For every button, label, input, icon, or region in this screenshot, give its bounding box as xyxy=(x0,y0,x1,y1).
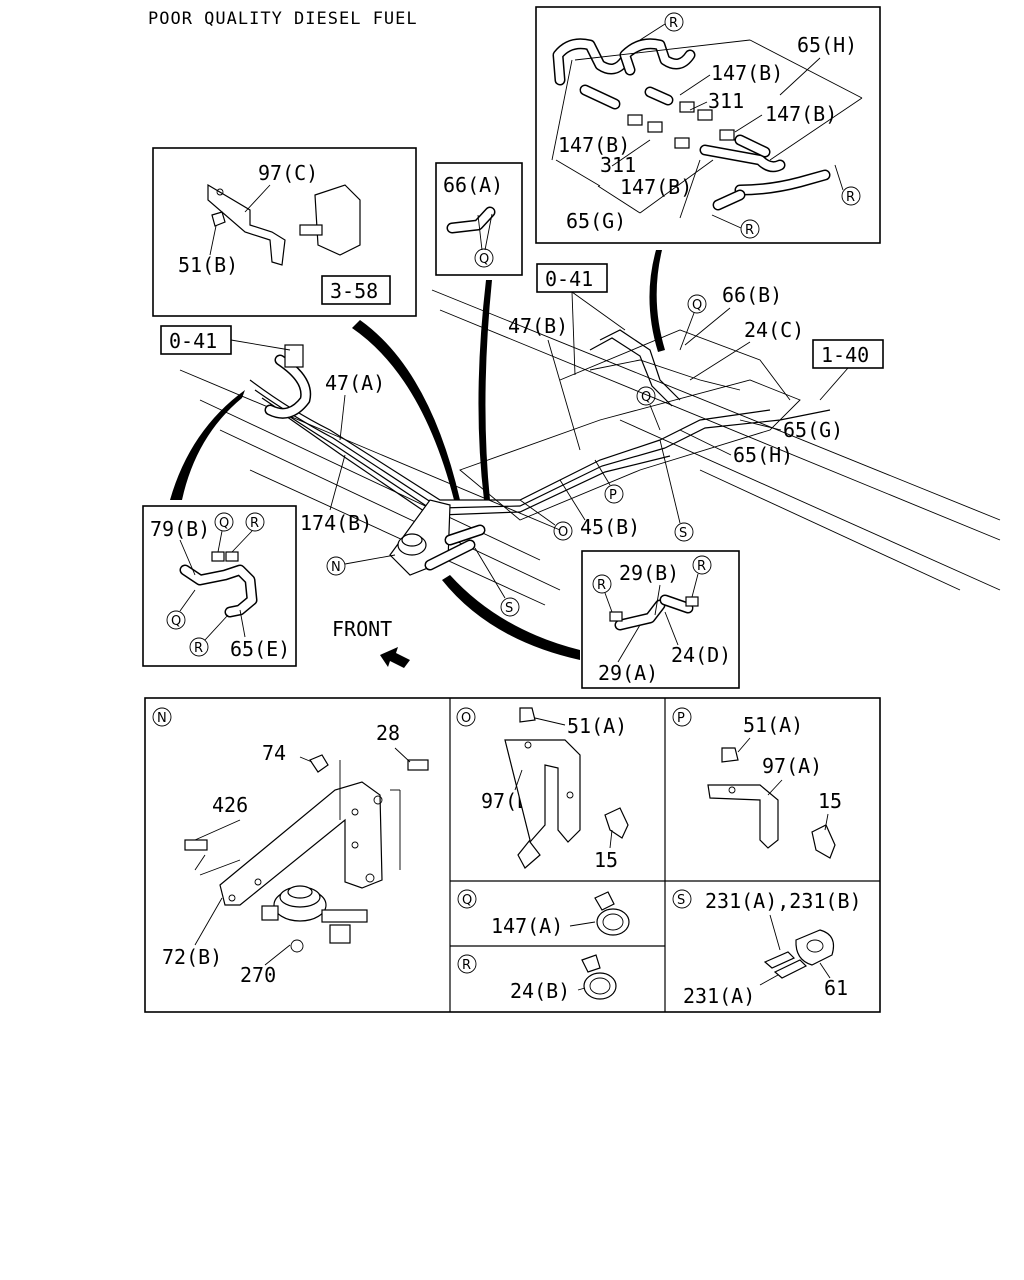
label-147B-2: 147(B) xyxy=(765,102,837,126)
panel-R: R 24(B) xyxy=(457,954,617,1003)
svg-text:Q: Q xyxy=(171,614,181,629)
svg-text:S: S xyxy=(677,893,685,908)
fuel-line-bundle xyxy=(249,329,831,523)
svg-text:N: N xyxy=(157,711,167,726)
label-51A-P: 51(A) xyxy=(743,713,803,737)
label-147B-4: 147(B) xyxy=(620,175,692,199)
detail-box-29 xyxy=(581,550,740,689)
label-65G-main: 65(G) xyxy=(783,418,843,442)
svg-text:Q: Q xyxy=(692,298,702,313)
svg-text:0-41: 0-41 xyxy=(169,329,217,353)
label-97A-P: 97(A) xyxy=(762,754,822,778)
panel-S: S 231(A),231(B) 231(A) 61 xyxy=(672,889,862,1008)
label-147B-1: 147(B) xyxy=(711,61,783,85)
svg-text:O: O xyxy=(461,711,471,726)
chassis-frame xyxy=(179,289,1001,606)
label-72B: 72(B) xyxy=(162,945,222,969)
svg-text:N: N xyxy=(331,560,341,575)
svg-text:S: S xyxy=(505,601,513,616)
label-97C: 97(C) xyxy=(258,161,318,185)
svg-text:Q: Q xyxy=(641,390,651,405)
label-79B: 79(B) xyxy=(150,517,210,541)
callouts-29: R R xyxy=(592,555,712,616)
label-65H-top: 65(H) xyxy=(797,33,857,57)
svg-text:O: O xyxy=(558,525,568,540)
hose-79B xyxy=(179,551,258,618)
callouts-79B: Q R Q R xyxy=(166,512,265,657)
bracket-97C xyxy=(207,183,361,266)
ref-3-58-label: 3-58 xyxy=(330,279,378,303)
label-66A: 66(A) xyxy=(443,173,503,197)
svg-text:R: R xyxy=(697,559,706,574)
svg-text:0-41: 0-41 xyxy=(545,267,593,291)
panel-P: P 51(A) 97(A) 15 xyxy=(672,707,842,859)
svg-text:R: R xyxy=(745,223,754,238)
label-231AB: 231(A),231(B) xyxy=(705,889,862,913)
main-callouts: N S O P S Q Q xyxy=(326,294,707,617)
callout-Q-66A xyxy=(474,248,494,268)
label-174B: 174(B) xyxy=(300,511,372,535)
hose-66A xyxy=(446,206,496,251)
label-61: 61 xyxy=(824,976,848,1000)
svg-text:R: R xyxy=(194,641,203,656)
label-231A: 231(A) xyxy=(683,984,755,1008)
ref-box-3-58[interactable] xyxy=(321,275,391,305)
hose-29 xyxy=(609,594,699,631)
callouts-R-top: R R R xyxy=(639,12,861,239)
svg-text:1-40: 1-40 xyxy=(821,343,869,367)
label-15-O: 15 xyxy=(594,848,618,872)
label-45B: 45(B) xyxy=(580,515,640,539)
label-24C: 24(C) xyxy=(744,318,804,342)
panel-N: N 28 74 426 72(B) 270 xyxy=(152,707,429,987)
svg-text:Q: Q xyxy=(479,252,489,267)
svg-text:R: R xyxy=(846,190,855,205)
label-74: 74 xyxy=(262,741,286,765)
label-15-P: 15 xyxy=(818,789,842,813)
svg-text:R: R xyxy=(250,516,259,531)
label-51B: 51(B) xyxy=(178,253,238,277)
ref-box-1-40[interactable] xyxy=(812,339,884,369)
svg-text:R: R xyxy=(462,958,471,973)
ref-box-0-41-right[interactable] xyxy=(536,263,608,293)
svg-text:Q: Q xyxy=(462,893,472,908)
detail-box-79B xyxy=(142,505,297,667)
label-65G-top: 65(G) xyxy=(566,209,626,233)
label-24D: 24(D) xyxy=(671,643,731,667)
leaders-top-right xyxy=(551,39,863,219)
left-hose-cluster xyxy=(264,344,312,419)
label-426: 426 xyxy=(212,793,248,817)
detail-sweeps xyxy=(170,250,665,660)
label-311-2: 311 xyxy=(600,153,636,177)
diagram-title: POOR QUALITY DIESEL FUEL xyxy=(148,9,418,29)
pressure-regulator-main xyxy=(389,499,486,576)
label-147A: 147(A) xyxy=(491,914,563,938)
svg-text:P: P xyxy=(677,711,685,726)
hoses-top-right xyxy=(552,38,831,211)
panel-O: O 51(A) 97(B) 15 xyxy=(456,707,629,872)
front-arrow-icon xyxy=(380,647,410,668)
label-311-1: 311 xyxy=(708,89,744,113)
label-47A: 47(A) xyxy=(325,371,385,395)
label-66B: 66(B) xyxy=(722,283,782,307)
label-28: 28 xyxy=(376,721,400,745)
svg-text:R: R xyxy=(597,578,606,593)
label-47B: 47(B) xyxy=(508,314,568,338)
panel-Q: Q 147(A) xyxy=(457,889,630,938)
label-147B-3: 147(B) xyxy=(558,133,630,157)
label-65E: 65(E) xyxy=(230,637,290,661)
label-24B: 24(B) xyxy=(510,979,570,1003)
label-29B: 29(B) xyxy=(619,561,679,585)
svg-text:R: R xyxy=(669,16,678,31)
svg-text:Q: Q xyxy=(219,516,229,531)
svg-text:S: S xyxy=(679,526,687,541)
label-51A-O: 51(A) xyxy=(567,714,627,738)
label-29A: 29(A) xyxy=(598,661,658,685)
label-270: 270 xyxy=(240,963,276,987)
svg-text:P: P xyxy=(609,488,617,503)
label-65H-main: 65(H) xyxy=(733,443,793,467)
front-label: FRONT xyxy=(332,617,392,641)
